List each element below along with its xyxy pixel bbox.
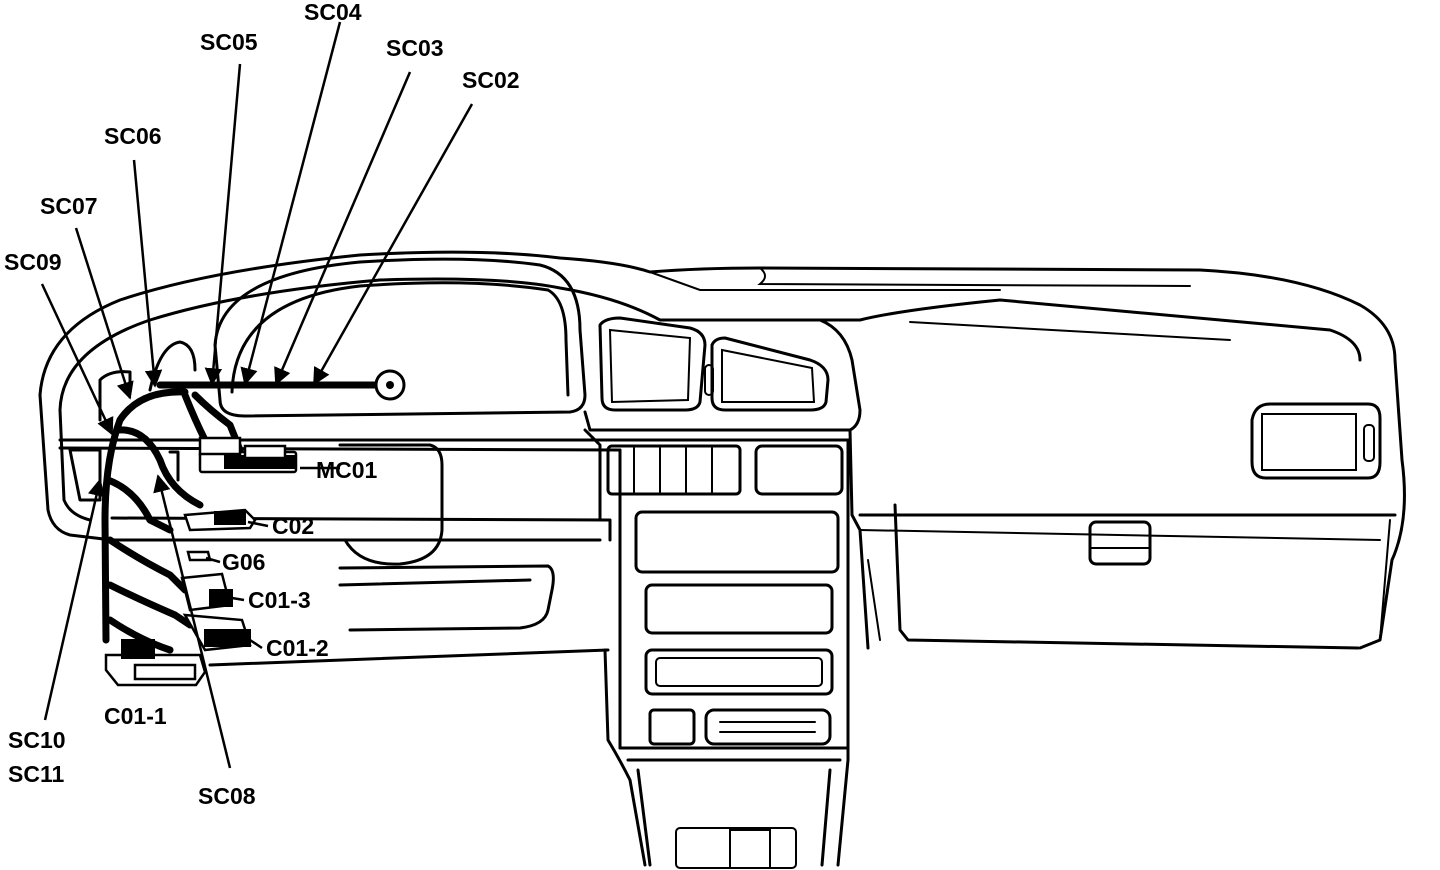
dashboard-outline	[38, 250, 1406, 869]
label-g06: G06	[222, 549, 265, 575]
label-sc03: SC03	[386, 35, 444, 61]
connector-c01-1	[104, 639, 207, 687]
label-c01-1: C01-1	[104, 703, 167, 729]
label-sc06: SC06	[104, 123, 162, 149]
connector-mc01	[198, 436, 298, 474]
callout-labels: SC04 SC05 SC03 SC02 SC06 SC07 SC09 MC01 …	[4, 0, 520, 809]
label-sc04: SC04	[304, 0, 362, 25]
connectors	[104, 436, 298, 687]
label-sc05: SC05	[200, 29, 258, 55]
wiring-harness	[101, 369, 406, 654]
label-c02: C02	[272, 513, 314, 539]
label-c01-2: C01-2	[266, 635, 329, 661]
connector-c02	[183, 508, 257, 532]
label-sc08: SC08	[198, 783, 256, 809]
label-sc10: SC10	[8, 727, 66, 753]
label-sc09: SC09	[4, 249, 62, 275]
label-mc01: MC01	[316, 457, 378, 483]
label-sc07: SC07	[40, 193, 98, 219]
label-c01-3: C01-3	[248, 587, 311, 613]
label-sc11: SC11	[8, 761, 64, 787]
leader-lines	[40, 21, 474, 769]
label-sc02: SC02	[462, 67, 520, 93]
